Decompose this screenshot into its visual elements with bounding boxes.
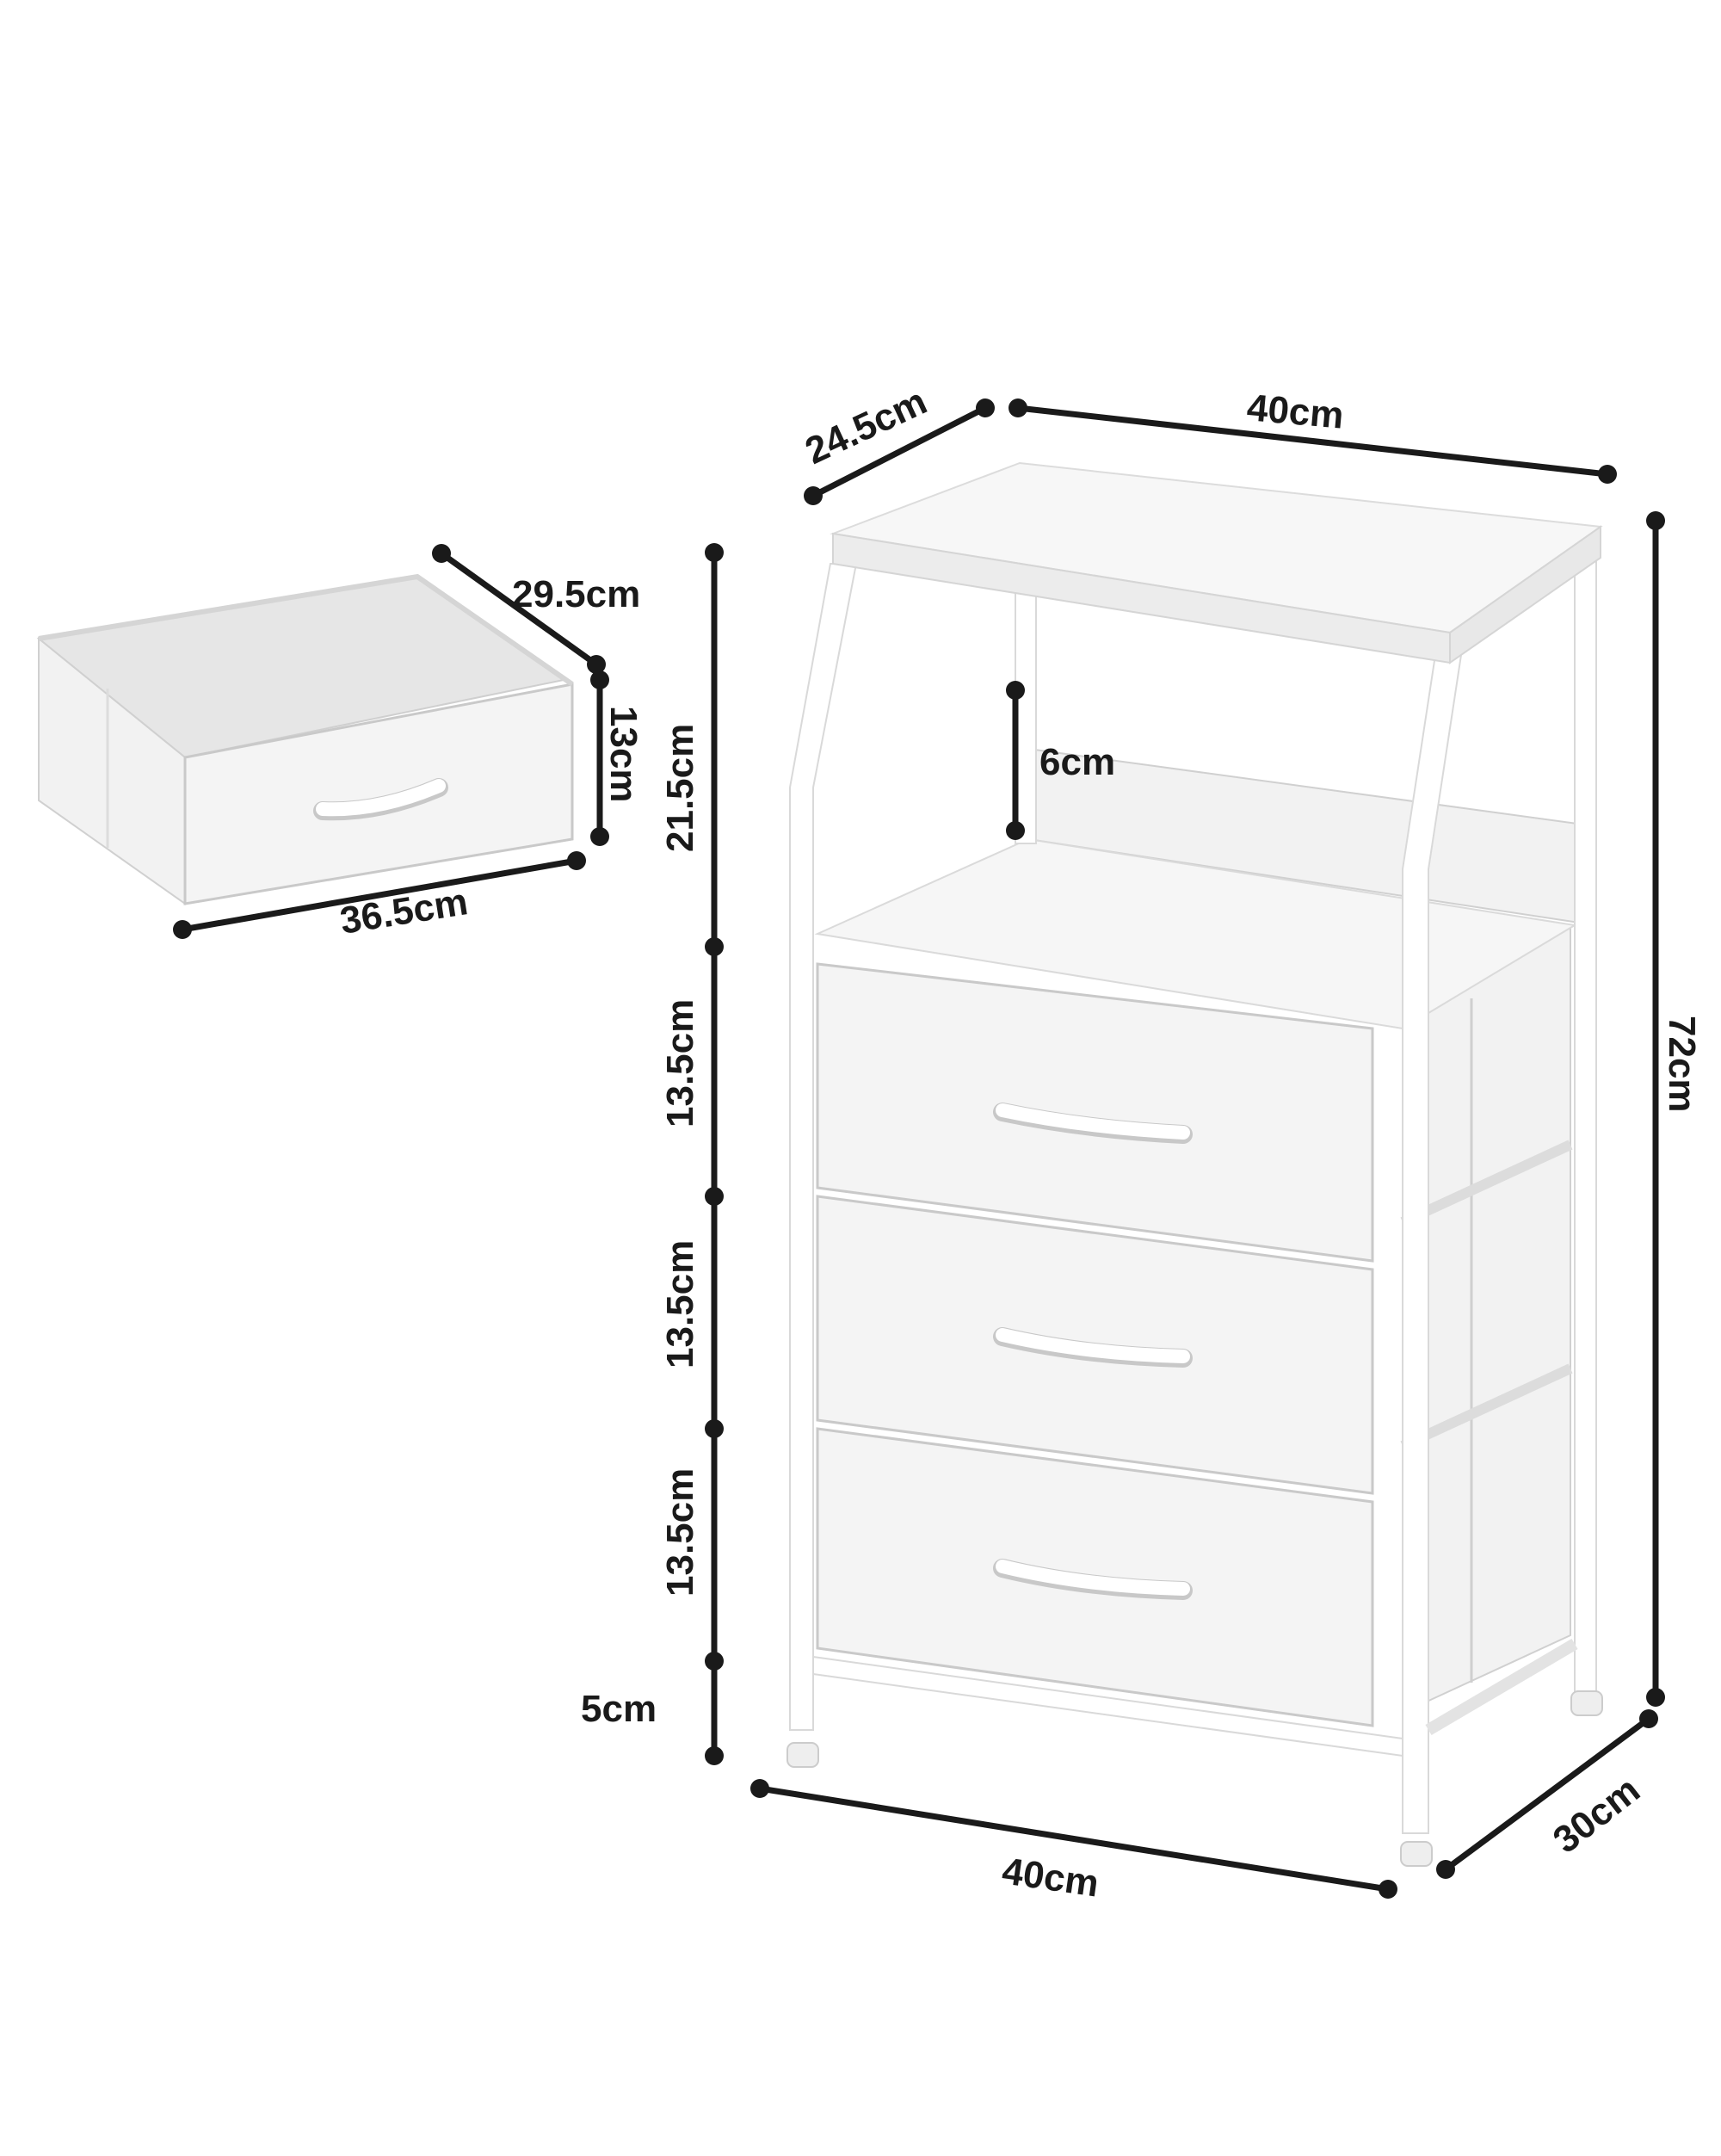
drawer-height-dimension: 13cm — [590, 670, 645, 846]
shelf-gap-dimension: 6cm — [1006, 681, 1115, 840]
drawer-width-label: 36.5cm — [337, 880, 471, 942]
shelf-gap-label: 6cm — [1039, 741, 1115, 783]
total-height-label: 72cm — [1661, 1016, 1703, 1113]
top-depth-label: 24.5cm — [799, 380, 934, 473]
bottom-depth-dimension: 30cm — [1436, 1709, 1658, 1879]
drawer-depth-label: 29.5cm — [512, 573, 640, 615]
segment-label-drawer-1: 13.5cm — [659, 999, 701, 1127]
top-width-dimension: 40cm — [1009, 386, 1617, 484]
drawer-height-label: 13cm — [602, 706, 645, 803]
cabinet-illustration — [786, 461, 1603, 1867]
vertical-stack-dimension: 21.5cm 13.5cm 13.5cm 13.5cm 5cm — [581, 543, 724, 1765]
top-width-label: 40cm — [1245, 386, 1345, 437]
drawer-illustration — [36, 573, 574, 905]
bottom-width-dimension: 40cm — [750, 1779, 1397, 1906]
total-height-dimension: 72cm — [1646, 511, 1703, 1707]
segment-label-shelf: 21.5cm — [659, 724, 701, 852]
segment-label-drawer-3: 13.5cm — [659, 1468, 701, 1597]
bottom-width-label: 40cm — [1000, 1850, 1101, 1905]
drawer-depth-dimension: 29.5cm — [432, 544, 640, 674]
segment-label-legs: 5cm — [581, 1688, 657, 1730]
segment-label-drawer-2: 13.5cm — [659, 1240, 701, 1368]
